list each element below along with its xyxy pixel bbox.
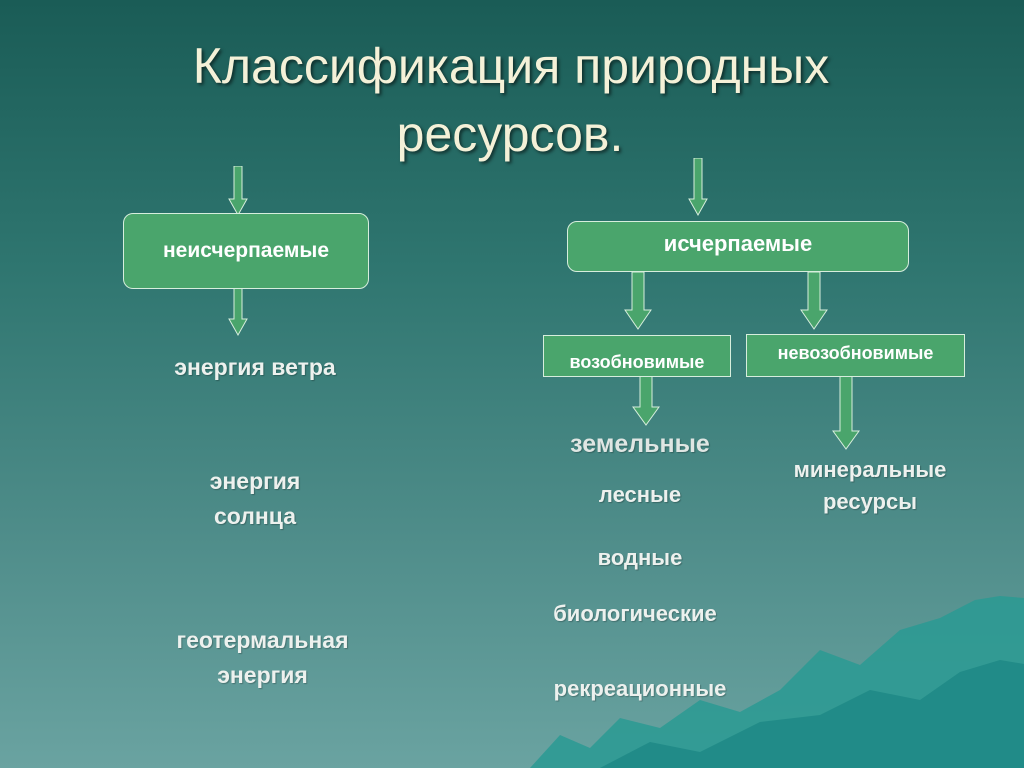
item-biological: биологические (553, 601, 717, 626)
arrow-to-inexhaustible-icon (228, 166, 248, 216)
node-nonrenewable: невозобновимые (746, 334, 965, 377)
item-wind-energy: энергия ветра (174, 354, 336, 380)
item-solar-energy-line2: солнца (214, 503, 296, 529)
item-recreational: рекреационные (553, 676, 727, 701)
item-water: водные (597, 545, 683, 570)
item-mineral-line1: минеральные (793, 457, 947, 482)
item-solar-energy-line1: энергия (209, 468, 301, 494)
item-geothermal-line1: геотермальная (176, 627, 349, 653)
node-exhaustible: исчерпаемые (567, 221, 909, 272)
arrow-renewable-down-icon (632, 376, 660, 426)
slide-title-line1: Классификация природных (192, 38, 830, 94)
item-geothermal-line2: энергия (217, 662, 308, 688)
arrow-nonrenewable-down-icon (832, 376, 860, 450)
arrow-to-nonrenewable-icon (800, 272, 828, 330)
node-inexhaustible: неисчерпаемые (123, 213, 369, 289)
node-renewable: возобновимые (543, 335, 731, 377)
item-forest: лесные (598, 482, 682, 507)
item-land: земельные (570, 430, 710, 458)
arrow-to-exhaustible-icon (688, 158, 708, 216)
item-mineral-line2: ресурсы (822, 489, 918, 514)
arrow-inexhaustible-down-icon (228, 288, 248, 336)
slide-title-line2: ресурсов. (396, 106, 624, 162)
arrow-to-renewable-icon (624, 272, 652, 330)
